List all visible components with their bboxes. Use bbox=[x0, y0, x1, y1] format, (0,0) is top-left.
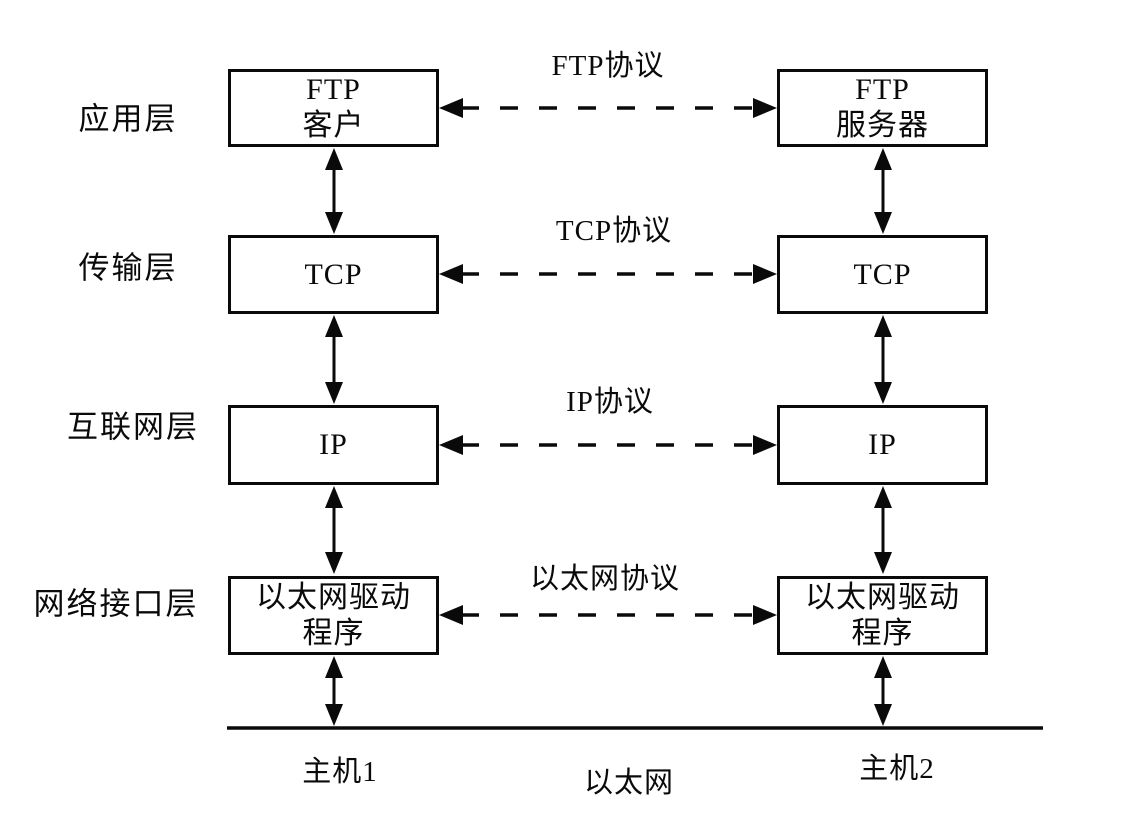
vertical-arrow-host1-app-transport bbox=[325, 148, 343, 234]
vertical-arrow-host1-interface-bus bbox=[325, 656, 343, 726]
vertical-arrow-host2-transport-internet bbox=[874, 315, 892, 404]
box-host1-tcp: TCP bbox=[228, 235, 439, 314]
layer-label-internet: 互联网层 bbox=[67, 409, 199, 445]
protocol-arrow-ip bbox=[439, 435, 777, 455]
vertical-arrow-host2-app-transport bbox=[874, 148, 892, 234]
box-host1-ethernet-driver: 以太网驱动 程序 bbox=[228, 576, 439, 655]
box-text-line: 以太网驱动 bbox=[805, 580, 960, 614]
vertical-arrow-host2-interface-bus bbox=[874, 656, 892, 726]
box-text-line: 以太网驱动 bbox=[256, 580, 411, 614]
layer-label-application: 应用层 bbox=[78, 101, 178, 137]
box-text-line: 客户 bbox=[302, 109, 365, 142]
protocol-arrow-ethernet bbox=[439, 605, 777, 625]
box-host2-tcp: TCP bbox=[777, 235, 988, 314]
box-text-line: 程序 bbox=[851, 616, 914, 650]
box-text-line: IP bbox=[319, 428, 348, 461]
box-text-line: TCP bbox=[304, 257, 363, 291]
vertical-arrow-host1-transport-internet bbox=[325, 315, 343, 404]
layer-label-transport: 传输层 bbox=[78, 250, 178, 286]
protocol-label-tcp: TCP协议 bbox=[555, 215, 673, 247]
box-host1-ip: IP bbox=[228, 405, 439, 485]
box-text-line: TCP bbox=[853, 257, 912, 291]
box-host2-ftp-server: FTP 服务器 bbox=[777, 69, 988, 147]
host2-label: 主机2 bbox=[859, 753, 935, 785]
box-host2-ethernet-driver: 以太网驱动 程序 bbox=[777, 576, 988, 655]
box-text-line: 程序 bbox=[302, 616, 365, 650]
layer-label-network-interface: 网络接口层 bbox=[33, 586, 199, 622]
protocol-label-ftp: FTP协议 bbox=[551, 50, 665, 82]
vertical-arrow-host1-internet-interface bbox=[325, 486, 343, 574]
protocol-arrow-tcp bbox=[439, 264, 777, 284]
vertical-arrow-host2-internet-interface bbox=[874, 486, 892, 574]
box-text-line: IP bbox=[868, 428, 897, 461]
host1-label: 主机1 bbox=[302, 756, 378, 788]
box-text-line: FTP bbox=[855, 73, 910, 106]
box-host2-ip: IP bbox=[777, 405, 988, 485]
box-text-line: FTP bbox=[306, 73, 361, 106]
ethernet-label: 以太网 bbox=[583, 767, 675, 799]
box-host1-ftp-client: FTP 客户 bbox=[228, 69, 439, 147]
protocol-label-ethernet: 以太网协议 bbox=[529, 563, 681, 595]
protocol-label-ip: IP协议 bbox=[566, 386, 654, 418]
protocol-arrow-ftp bbox=[439, 98, 777, 118]
box-text-line: 服务器 bbox=[836, 109, 929, 142]
